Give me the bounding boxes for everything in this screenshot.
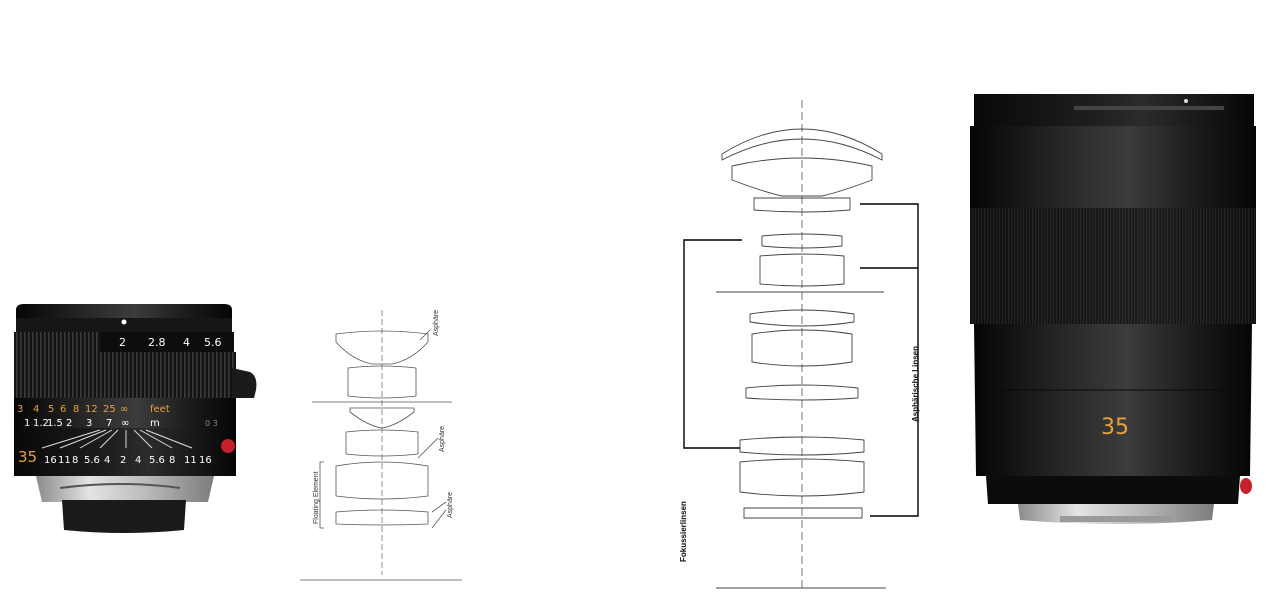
m-lens-optical-diagram: [300, 310, 462, 581]
dof-value: 4: [135, 455, 141, 466]
aperture-value: 2.8: [148, 336, 166, 349]
aspheric-lenses-label: Asphärische Linsen: [911, 346, 920, 422]
dof-value: 11: [58, 455, 71, 466]
feet-value: ∞: [120, 404, 128, 415]
sl-focal-length-label: 35: [1101, 415, 1129, 440]
feet-value: 5: [48, 404, 54, 415]
meter-value: 1.2: [33, 418, 49, 429]
asphere-label: Asphäre: [439, 426, 446, 452]
aperture-scale: 2 2.8 4 5.6: [119, 336, 222, 349]
sl-diagram-brackets: [683, 203, 919, 517]
dof-value: 5.6: [84, 455, 100, 466]
asphere-label: Asphäre: [433, 310, 440, 336]
feet-value: 25: [103, 404, 116, 415]
meter-value: 2: [66, 418, 72, 429]
focus-lenses-label: Fokussierlinsen: [679, 501, 688, 562]
dof-value: 11: [184, 455, 197, 466]
feet-value: 4: [33, 404, 39, 415]
feet-value: 12: [85, 404, 98, 415]
meter-value: 7: [106, 418, 112, 429]
aperture-value: 2: [119, 336, 126, 349]
right-diagram-labels: Asphärische Linsen Fokussierlinsen: [679, 346, 920, 562]
feet-unit: feet: [150, 404, 170, 415]
dof-value: 4: [104, 455, 110, 466]
feet-value: 3: [17, 404, 23, 415]
meter-value: 1.5: [47, 418, 63, 429]
focal-length-label: 35: [18, 448, 37, 466]
dof-value: 16: [199, 455, 212, 466]
aperture-value: 4: [183, 336, 190, 349]
sl-lens-photo: [970, 94, 1256, 524]
serial-fragment: 0 3: [205, 419, 218, 428]
left-diagram-labels: Asphäre Asphäre Asphäre Floating Element: [313, 310, 454, 524]
dof-lines: [41, 429, 193, 449]
sl-lens-optical-diagram: [716, 100, 886, 589]
dof-value: 8: [169, 455, 175, 466]
feet-scale: 3 4 5 6 8 12 25 ∞ feet: [17, 404, 170, 415]
m-lens-photo: [14, 304, 257, 533]
meter-value: 1: [24, 418, 30, 429]
floating-element-label: Floating Element: [313, 471, 320, 524]
dof-value: 5.6: [149, 455, 165, 466]
meter-unit: m: [150, 418, 160, 429]
dof-value: 16: [44, 455, 57, 466]
asphere-label: Asphäre: [447, 492, 454, 518]
dof-value: 8: [72, 455, 78, 466]
feet-value: 8: [73, 404, 79, 415]
meter-value: ∞: [121, 418, 129, 429]
dof-value: 2: [120, 455, 126, 466]
aperture-value: 5.6: [204, 336, 222, 349]
dof-scale: 16 11 8 5.6 4 2 4 5.6 8 11 16: [44, 455, 212, 466]
meter-scale: 1 1.2 1.5 2 3 7 ∞ m 0 3: [24, 418, 218, 429]
feet-value: 6: [60, 404, 66, 415]
red-dot-icon: [221, 439, 235, 453]
meter-value: 3: [86, 418, 92, 429]
